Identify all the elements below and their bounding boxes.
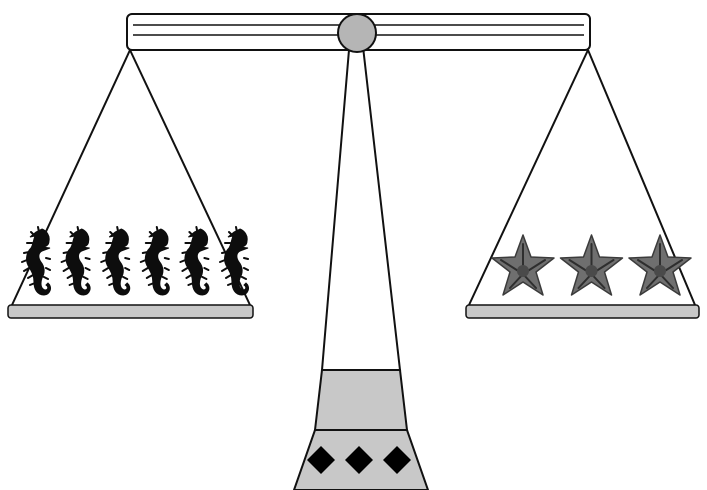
seahorse-icon	[101, 227, 130, 295]
stand-upper-band	[315, 370, 407, 430]
seahorse-icon	[220, 227, 249, 295]
seahorse-icon	[180, 227, 209, 295]
stand	[294, 38, 428, 490]
starfish-icon	[629, 235, 691, 295]
starfish-icon	[492, 235, 554, 295]
pivot-knob	[338, 14, 376, 52]
seahorse-icon	[62, 227, 91, 295]
right-pan	[466, 235, 699, 318]
left-pan-items	[22, 227, 249, 295]
seahorse-icon	[22, 227, 51, 295]
starfish-icon	[561, 235, 623, 295]
right-pan-tray	[466, 305, 699, 318]
stand-column	[322, 38, 400, 370]
seahorse-icon	[141, 227, 170, 295]
right-pan-items	[492, 235, 691, 295]
balance-beam	[127, 14, 590, 52]
left-pan-tray	[8, 305, 253, 318]
base-diamonds	[307, 446, 411, 474]
left-pan	[8, 227, 253, 318]
